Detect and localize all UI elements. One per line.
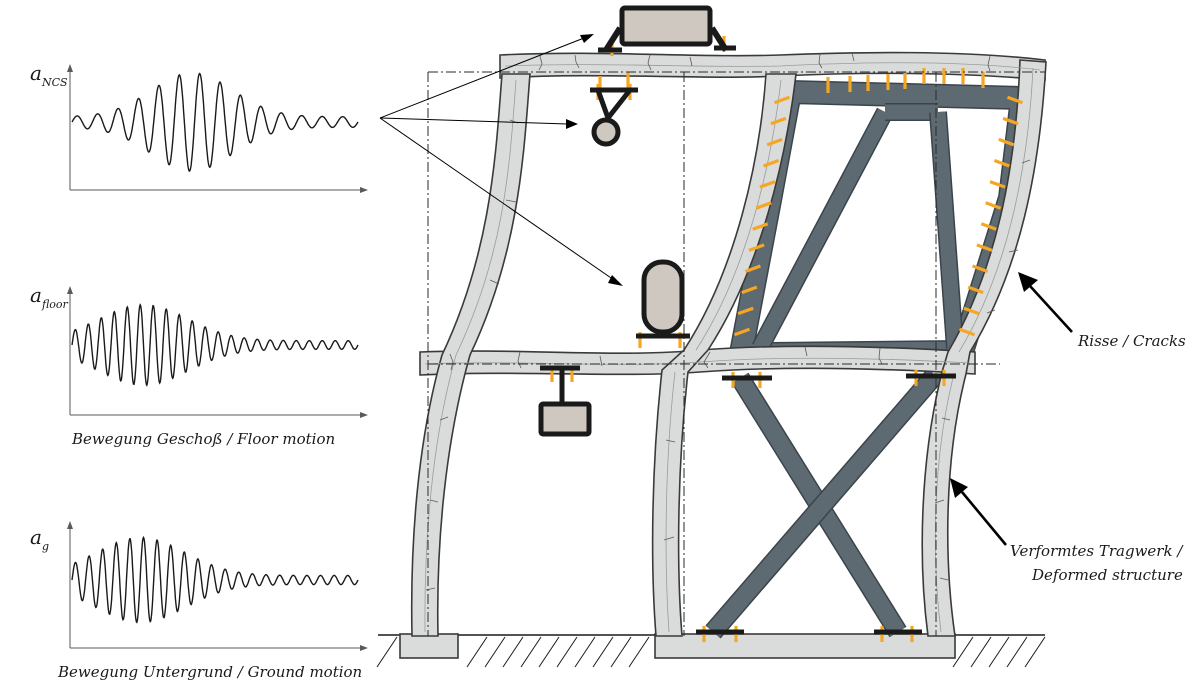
plot-ground-waveform [71,535,359,624]
foundation-right [654,633,956,659]
hanging-equipment [538,365,592,437]
ground-hatching [376,636,1046,668]
plot-ncs-waveform [71,72,359,172]
cracks [425,52,1031,591]
plot-ground-y-arrow [67,521,73,529]
hanging-lamp [590,87,638,147]
plot-floor: afloor Bewegung Geschoß / Floor motion [30,283,368,448]
plot-ncs-y-arrow [67,64,73,72]
deformed-label-line2: Deformed structure [1031,566,1183,584]
label-arrows [950,272,1073,546]
reference-lines [427,71,1045,636]
deformed-label-line1: Verformtes Tragwerk / [1010,542,1184,560]
floor-axis-label: afloor [30,283,69,311]
right-column [921,59,1047,637]
cracks-label: Risse / Cracks [1077,332,1186,350]
plot-ncs-x-arrow [360,187,368,193]
pointer-arrows [379,34,623,286]
plot-ncs: aNCS [30,61,368,193]
middle-column [651,73,797,637]
floor-motion-caption: Bewegung Geschoß / Floor motion [71,430,335,448]
lower-bracing [705,368,943,639]
plot-floor-waveform [71,303,359,387]
rooftop-unit [598,5,736,53]
ground-axis-label: ag [30,525,49,553]
ncs-axis-label: aNCS [30,61,68,89]
plot-ground: ag Bewegung Untergrund / Ground motion [30,521,368,681]
plot-floor-y-arrow [67,286,73,294]
floor-cabinet [636,259,690,339]
left-column [410,73,531,637]
plot-ground-x-arrow [360,645,368,651]
ground-motion-caption: Bewegung Untergrund / Ground motion [57,663,362,681]
plot-floor-x-arrow [360,412,368,418]
foundation-left [399,633,459,659]
